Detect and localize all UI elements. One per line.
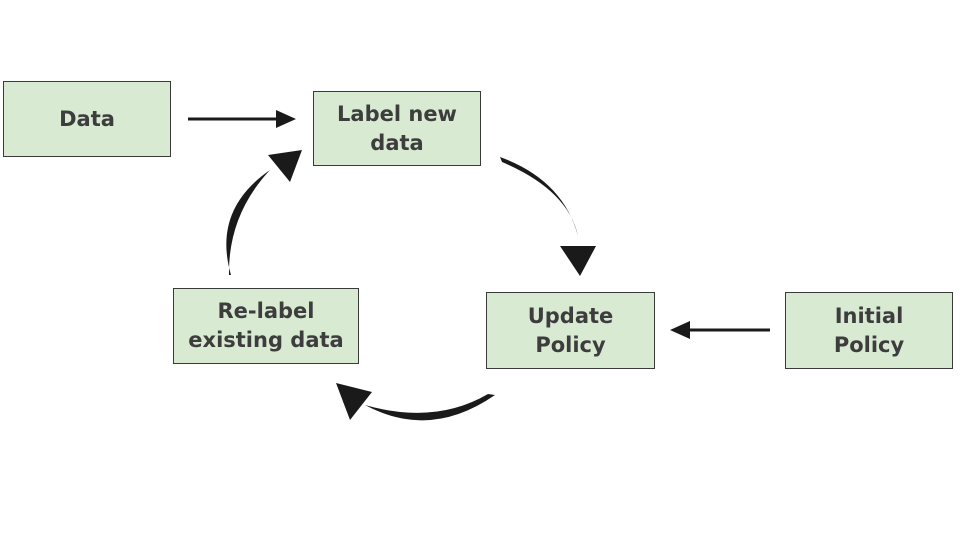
arrow-data-to-label — [188, 110, 296, 128]
arrow-relabel-to-label — [226, 150, 302, 275]
node-data: Data — [3, 81, 171, 157]
arrow-label-to-update — [500, 157, 596, 276]
node-relabel-existing-data: Re-label existing data — [173, 288, 359, 364]
node-update-policy-label: Update Policy — [527, 303, 614, 357]
node-label-new-data: Label new data — [313, 91, 481, 166]
node-label-new-data-label: Label new data — [337, 101, 457, 155]
node-data-label: Data — [59, 106, 115, 131]
node-relabel-existing-data-label: Re-label existing data — [188, 299, 344, 352]
node-update-policy: Update Policy — [486, 292, 655, 369]
node-initial-policy-label: Initial Policy — [833, 303, 905, 357]
arrow-update-to-relabel — [336, 383, 495, 421]
node-initial-policy: Initial Policy — [785, 292, 953, 369]
arrow-initial-to-update — [670, 321, 770, 339]
